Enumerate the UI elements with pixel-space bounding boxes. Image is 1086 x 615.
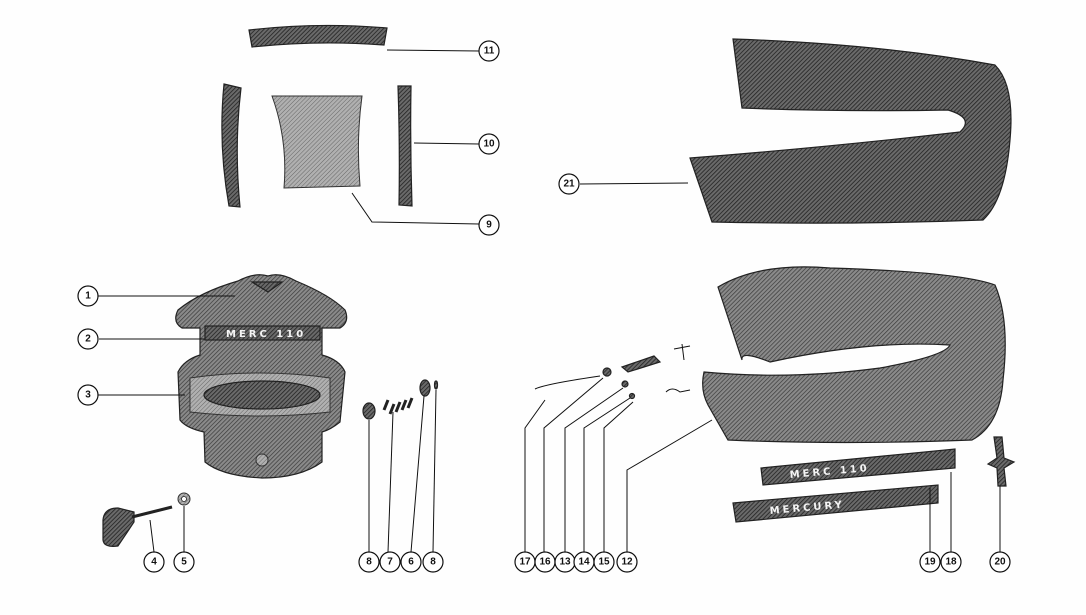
callout-6: 6 [400,551,422,573]
svg-text:14: 14 [578,557,590,568]
svg-text:18: 18 [945,557,957,568]
callout-4: 4 [143,551,165,573]
spring-stack-part [362,379,439,420]
svg-text:13: 13 [559,557,571,568]
svg-text:6: 6 [408,557,414,568]
svg-text:7: 7 [387,557,393,568]
callout-12: 12 [616,551,638,573]
decal-strip-lower-part: MERCURY [732,484,939,523]
callout-2: 2 [77,328,99,350]
svg-text:4: 4 [151,557,157,568]
callout-9: 9 [478,214,500,236]
seal-left-part [221,83,242,208]
callout-19: 19 [919,551,941,573]
front-cover-assembly-part: MERC 110 [175,274,348,479]
svg-text:12: 12 [621,557,633,568]
svg-text:9: 9 [486,220,492,231]
svg-text:10: 10 [483,139,495,150]
svg-text:21: 21 [563,179,575,190]
callout-5: 5 [173,551,195,573]
svg-text:17: 17 [519,557,531,568]
decal-strip-upper-part: MERC 110 [760,448,956,486]
washer-small-part [602,367,636,400]
callout-15: 15 [593,551,615,573]
callout-7: 7 [379,551,401,573]
seal-top-part [248,24,388,48]
lower-cowl-part [702,266,1006,444]
svg-text:19: 19 [924,557,936,568]
callout-17: 17 [514,551,536,573]
callout-3: 3 [77,384,99,406]
upper-cowl-part [689,38,1012,224]
svg-text:8: 8 [366,557,372,568]
callout-8-left: 8 [358,551,380,573]
callout-18: 18 [940,551,962,573]
svg-text:1: 1 [85,291,91,302]
svg-text:16: 16 [539,557,551,568]
seal-right-part [397,85,413,207]
callout-1: 1 [77,285,99,307]
callout-20: 20 [989,551,1011,573]
center-badge-text: MERC 110 [226,329,306,340]
grille-screen-part [271,95,363,189]
callout-13: 13 [554,551,576,573]
svg-text:2: 2 [85,334,91,345]
svg-text:8: 8 [430,557,436,568]
bracket-part [986,436,1016,487]
svg-text:15: 15 [598,557,610,568]
knob-part [102,505,173,547]
callout-16: 16 [534,551,556,573]
callout-11: 11 [478,40,500,62]
callout-10: 10 [478,133,500,155]
leader-lines [98,49,1001,553]
washer-part [177,492,191,506]
latch-rod-part [534,375,601,390]
callout-8-right: 8 [422,551,444,573]
svg-text:3: 3 [85,390,91,401]
callout-14: 14 [573,551,595,573]
latch-hook-lower-part [665,388,691,393]
callout-21: 21 [558,173,580,195]
svg-text:5: 5 [181,557,187,568]
svg-text:11: 11 [484,46,495,57]
latch-hook-upper-part [620,343,691,373]
svg-text:20: 20 [994,557,1006,568]
